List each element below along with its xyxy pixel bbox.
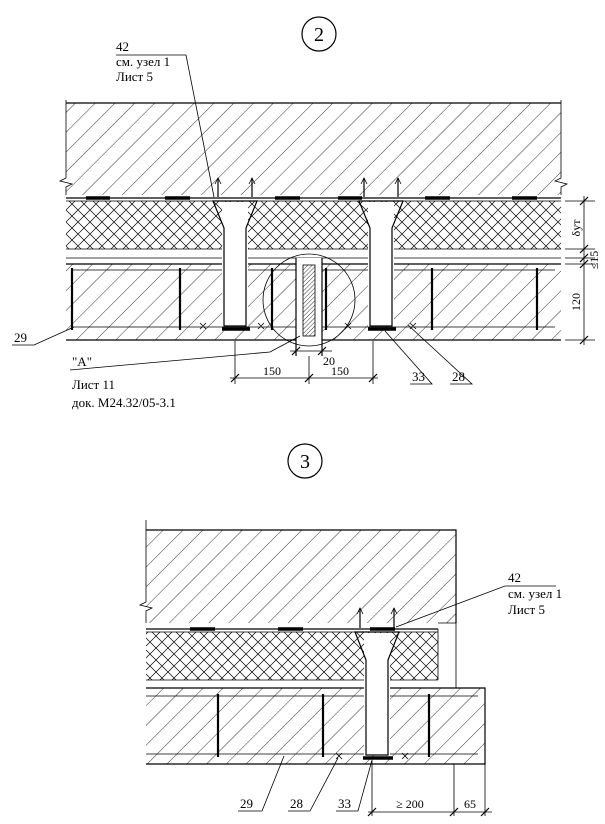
node-3-callout-42: 42 см. узел 1 Лист 5 <box>395 570 562 628</box>
node-2-pos-33: 33 <box>412 369 425 384</box>
node-2-callout-42: 42 см. узел 1 Лист 5 <box>116 39 215 198</box>
node-3-stirrups <box>216 694 431 757</box>
node-3-pos-33: 33 <box>338 796 351 811</box>
node-2-detail-a-circle <box>262 253 356 347</box>
node-2-pos-42: 42 <box>116 39 129 54</box>
node-2-insulation-layer <box>66 200 561 250</box>
node-3-bottom-dimensions: ≥ 200 65 <box>367 760 492 817</box>
node-2-detail-a-mark: "A" <box>72 354 92 369</box>
node-2-dim-20: 20 <box>323 354 335 368</box>
node-2-dim-delta: δут <box>569 219 583 237</box>
node-3-ref-line2: Лист 5 <box>508 602 545 617</box>
node-3-upper-concrete-slab <box>138 520 457 623</box>
node-3-number: 3 <box>300 451 310 473</box>
node-2-bottom-dimensions: 150 150 20 <box>230 341 378 384</box>
node-2-central-joint <box>262 253 356 356</box>
node-2-detail-a-reference: "A" Лист 11 док. М24.32/05-3.1 <box>69 335 301 410</box>
node-2-dim-150-left: 150 <box>263 364 281 378</box>
node-2: 2 <box>12 16 601 410</box>
node-3-position-leaders: 29 28 33 <box>238 755 373 812</box>
node-3-ref-line1: см. узел 1 <box>508 586 562 601</box>
node-2-upper-concrete-slab <box>58 100 569 195</box>
node-2-pos-29: 29 <box>14 330 27 345</box>
node-2-stirrups <box>70 268 539 330</box>
node-2-dim-15: ≤15 <box>587 251 601 270</box>
node-2-ref-line1: см. узел 1 <box>116 54 170 69</box>
node-2-anchor-right <box>358 177 404 331</box>
node-2-number: 2 <box>314 24 324 46</box>
node-3-pos-28: 28 <box>290 796 303 811</box>
node-2-dim-120: 120 <box>569 293 583 311</box>
node-2-ref-line2: Лист 5 <box>116 69 153 84</box>
node-3-pos-42: 42 <box>508 570 521 585</box>
node-3-lower-panel <box>146 687 486 765</box>
node-3-dim-200: ≥ 200 <box>396 797 424 811</box>
node-2-detail-a-sheet: Лист 11 <box>72 377 115 392</box>
node-3-pos-29: 29 <box>240 796 253 811</box>
node-3-dim-65: 65 <box>464 797 476 811</box>
node-3-insulation-layer <box>146 622 457 688</box>
node-2-position-leaders: 29 33 28 <box>12 324 474 385</box>
node-3: 3 <box>138 443 562 817</box>
node-2-number-circle: 2 <box>301 16 337 52</box>
node-3-number-circle: 3 <box>287 443 323 479</box>
node-3-weld-marks <box>335 752 409 760</box>
node-2-pos-28: 28 <box>452 369 465 384</box>
node-2-detail-a-doc: док. М24.32/05-3.1 <box>72 395 176 410</box>
node-2-weld-marks <box>199 322 417 330</box>
node-2-dim-150-right: 150 <box>331 364 349 378</box>
node-3-anchor <box>354 607 400 760</box>
node-2-anchor-left <box>212 177 258 331</box>
node-2-right-dimensions: δут ≤15 120 <box>565 196 601 345</box>
